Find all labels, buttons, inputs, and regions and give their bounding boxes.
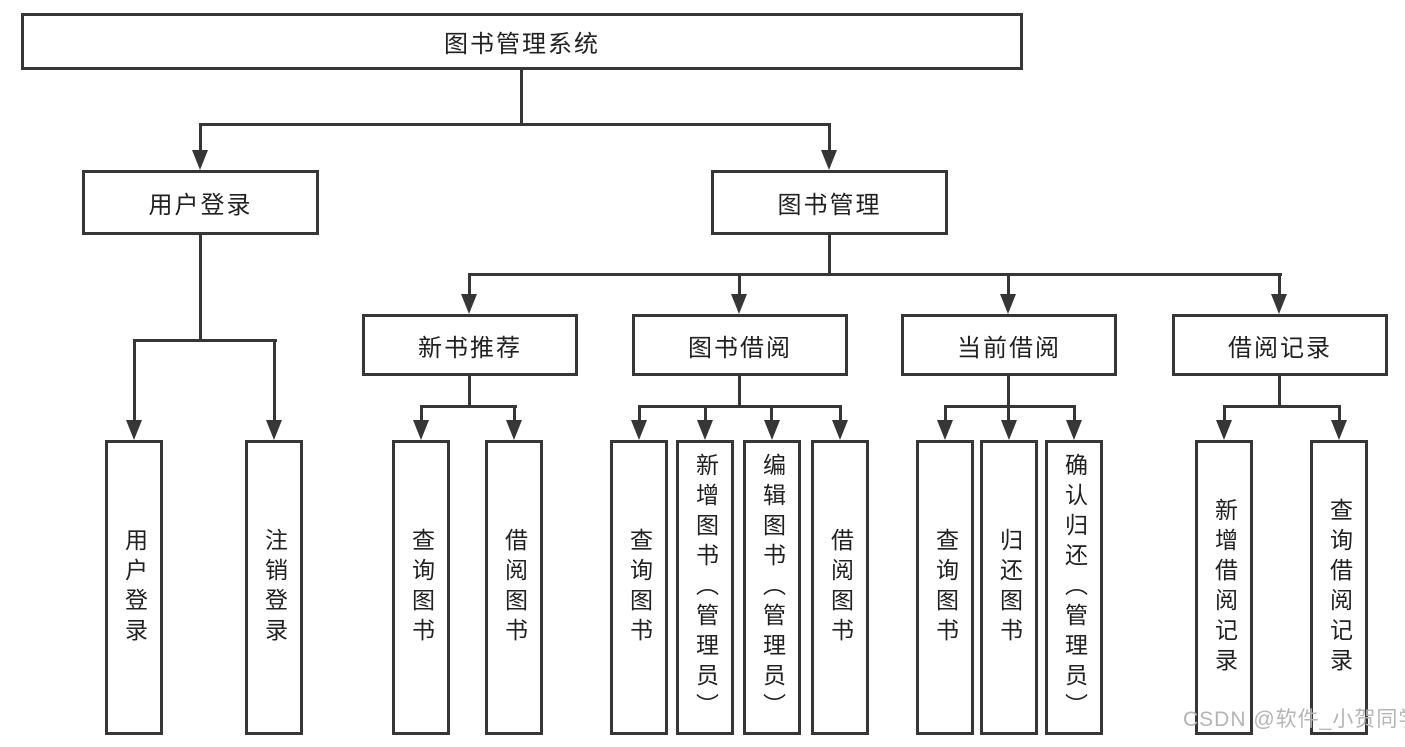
leaf-newbook-query-books: 查询图书 bbox=[392, 440, 450, 735]
connector-vline bbox=[520, 68, 523, 125]
node-label: 图书管理 bbox=[777, 192, 882, 219]
node-label: 用户登录 bbox=[148, 192, 253, 219]
node-label: 当前借阅 bbox=[957, 334, 1061, 362]
leaf-borrowing-query-books: 查询图书 bbox=[610, 440, 668, 735]
connector-vline bbox=[468, 376, 471, 408]
leaf-current-query-books: 查询图书 bbox=[916, 440, 974, 735]
connector-vline bbox=[944, 405, 947, 424]
connector-vline bbox=[1278, 376, 1281, 408]
leaf-borrowing-add-books-admin: 新增图书（管理员） bbox=[676, 440, 734, 735]
arrow-down-icon bbox=[1066, 420, 1082, 440]
node-book-borrowing: 图书借阅 bbox=[632, 314, 848, 376]
node-borrowing-records: 借阅记录 bbox=[1172, 314, 1388, 376]
leaf-label: 新增借阅记录 bbox=[1211, 497, 1238, 678]
node-label: 新书推荐 bbox=[418, 334, 522, 362]
connector-hline bbox=[199, 123, 831, 126]
connector-hline bbox=[468, 273, 1282, 276]
arrow-down-icon bbox=[631, 420, 647, 440]
connector-vline bbox=[1007, 376, 1010, 408]
arrow-down-icon bbox=[821, 150, 837, 170]
leaf-label: 查询图书 bbox=[408, 527, 435, 648]
leaf-borrowing-edit-books-admin: 编辑图书（管理员） bbox=[743, 440, 801, 735]
node-current-borrowing: 当前借阅 bbox=[901, 314, 1117, 376]
node-new-book-recommend: 新书推荐 bbox=[362, 314, 578, 376]
node-label: 图书管理系统 bbox=[444, 31, 600, 58]
arrow-down-icon bbox=[413, 420, 429, 440]
connector-vline bbox=[738, 376, 741, 408]
arrow-down-icon bbox=[697, 420, 713, 440]
connector-vline bbox=[828, 235, 831, 276]
arrow-down-icon bbox=[126, 420, 142, 440]
leaf-label: 借阅图书 bbox=[501, 527, 528, 648]
connector-vline bbox=[513, 405, 516, 424]
leaf-newbook-borrow-books: 借阅图书 bbox=[485, 440, 543, 735]
connector-vline bbox=[1338, 405, 1341, 424]
arrow-down-icon bbox=[764, 420, 780, 440]
leaf-label: 归还图书 bbox=[996, 527, 1023, 648]
leaf-logout: 注销登录 bbox=[245, 440, 303, 735]
leaf-current-confirm-return-admin: 确认归还（管理员） bbox=[1045, 440, 1103, 735]
leaf-label: 查询图书 bbox=[626, 527, 653, 648]
connector-vline bbox=[133, 339, 136, 424]
leaf-label: 用户登录 bbox=[121, 527, 148, 648]
arrow-down-icon bbox=[832, 420, 848, 440]
node-book-management: 图书管理 bbox=[711, 170, 948, 235]
connector-vline bbox=[1073, 405, 1076, 424]
connector-hline bbox=[944, 405, 1076, 408]
leaf-label: 编辑图书（管理员） bbox=[759, 452, 786, 723]
connector-hline bbox=[420, 405, 517, 408]
arrow-down-icon bbox=[937, 420, 953, 440]
leaf-current-return-books: 归还图书 bbox=[980, 440, 1038, 735]
leaf-label: 查询借阅记录 bbox=[1326, 497, 1353, 678]
connector-vline bbox=[839, 405, 842, 424]
arrow-down-icon bbox=[506, 420, 522, 440]
csdn-watermark: CSDN @软件_小贺同学 bbox=[1183, 708, 1405, 731]
connector-vline bbox=[738, 273, 741, 298]
connector-vline bbox=[704, 405, 707, 424]
arrow-down-icon bbox=[266, 420, 282, 440]
arrow-down-icon bbox=[731, 294, 747, 314]
arrow-down-icon bbox=[1216, 420, 1232, 440]
arrow-down-icon bbox=[1000, 294, 1016, 314]
arrow-down-icon bbox=[1001, 420, 1017, 440]
leaf-records-query-record: 查询借阅记录 bbox=[1310, 440, 1368, 735]
connector-vline bbox=[420, 405, 423, 424]
connector-vline bbox=[1007, 405, 1010, 424]
connector-vline bbox=[199, 123, 202, 153]
leaf-user-login: 用户登录 bbox=[105, 440, 163, 735]
node-label: 借阅记录 bbox=[1228, 334, 1332, 362]
connector-hline bbox=[1223, 405, 1341, 408]
connector-vline bbox=[1278, 273, 1281, 298]
connector-vline bbox=[828, 123, 831, 153]
connector-vline bbox=[1223, 405, 1226, 424]
leaf-label: 查询图书 bbox=[932, 527, 959, 648]
leaf-label: 借阅图书 bbox=[827, 527, 854, 648]
leaf-label: 注销登录 bbox=[261, 527, 288, 648]
node-root: 图书管理系统 bbox=[21, 13, 1023, 70]
leaf-label: 新增图书（管理员） bbox=[692, 452, 719, 723]
arrow-down-icon bbox=[461, 294, 477, 314]
leaf-records-add-record: 新增借阅记录 bbox=[1195, 440, 1253, 735]
connector-vline bbox=[468, 273, 471, 298]
arrow-down-icon bbox=[1331, 420, 1347, 440]
connector-vline bbox=[199, 235, 202, 341]
arrow-down-icon bbox=[192, 150, 208, 170]
leaf-label: 确认归还（管理员） bbox=[1061, 452, 1088, 723]
leaf-borrowing-borrow-books: 借阅图书 bbox=[811, 440, 869, 735]
connector-vline bbox=[1007, 273, 1010, 298]
connector-vline bbox=[638, 405, 641, 424]
node-label: 图书借阅 bbox=[688, 334, 792, 362]
arrow-down-icon bbox=[1271, 294, 1287, 314]
connector-hline bbox=[638, 405, 842, 408]
connector-vline bbox=[770, 405, 773, 424]
connector-vline bbox=[273, 339, 276, 424]
node-user-login: 用户登录 bbox=[82, 170, 319, 235]
connector-hline bbox=[133, 339, 277, 342]
